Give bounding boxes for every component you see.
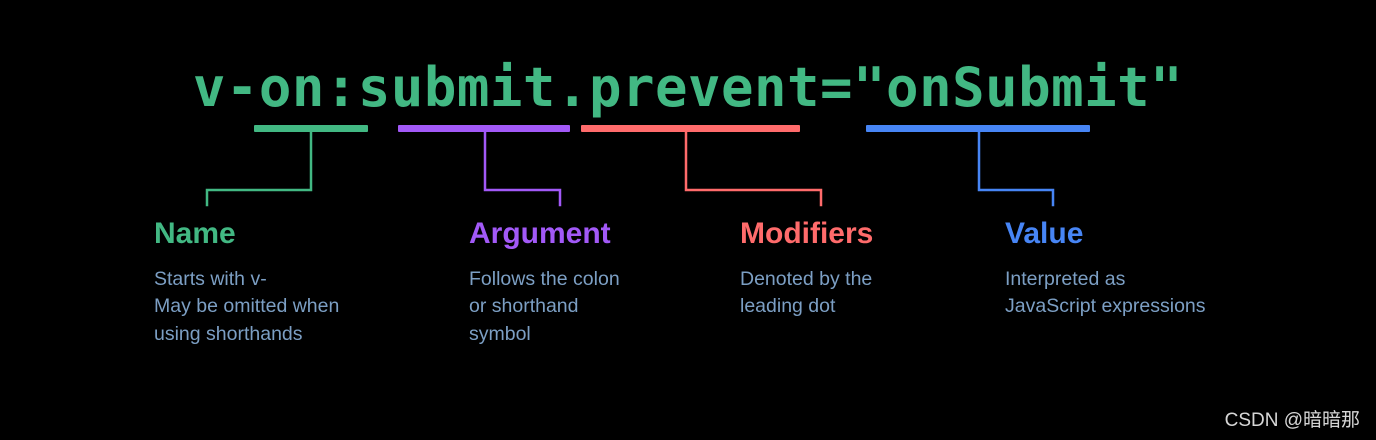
caption-title-argument: Argument bbox=[469, 217, 611, 250]
underline-bar-value bbox=[866, 125, 1090, 132]
connector-line-name bbox=[205, 130, 313, 207]
connector-line-modifiers bbox=[684, 130, 823, 207]
underline-bar-name bbox=[254, 125, 368, 132]
watermark-label: CSDN @暗暗那 bbox=[1224, 410, 1360, 431]
caption-column-argument: Argument Follows the colon or shorthand … bbox=[469, 217, 620, 349]
caption-body-modifiers: Denoted by the leading dot bbox=[740, 267, 873, 318]
connector-line-value bbox=[977, 130, 1055, 207]
caption-title-name: Name bbox=[154, 217, 236, 250]
caption-column-name: Name Starts with v- May be omitted when … bbox=[154, 217, 339, 349]
caption-body-value: Interpreted as JavaScript expressions bbox=[1005, 267, 1206, 318]
caption-column-modifiers: Modifiers Denoted by the leading dot bbox=[740, 217, 873, 321]
caption-body-name: Starts with v- May be omitted when using… bbox=[154, 267, 340, 345]
caption-title-value: Value bbox=[1005, 217, 1084, 250]
underline-bar-modifiers bbox=[581, 125, 800, 132]
connector-line-argument bbox=[483, 130, 562, 207]
underline-bar-argument bbox=[398, 125, 570, 132]
caption-body-argument: Follows the colon or shorthand symbol bbox=[469, 267, 620, 345]
caption-column-value: Value Interpreted as JavaScript expressi… bbox=[1005, 217, 1206, 321]
code-expression: v-on:submit.prevent="onSubmit" bbox=[192, 56, 1184, 119]
caption-title-modifiers: Modifiers bbox=[740, 217, 874, 250]
